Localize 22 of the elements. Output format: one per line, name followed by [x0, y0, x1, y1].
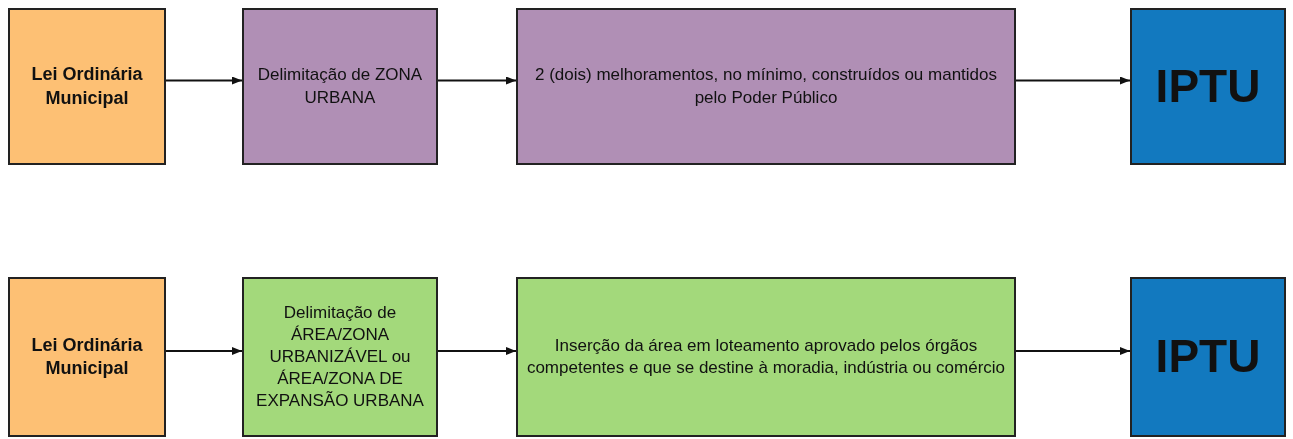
- box-label: 2 (dois) melhoramentos, no mínimo, construídos ou mantidos pelo Poder Público: [533, 64, 998, 109]
- box-label: Delimitação de ÁREA/ZONA URBANIZÁVEL ou ÁREA/ZONA DE EXPANSÃO URBANA: [255, 301, 425, 413]
- box-label: Lei Ordinária Municipal: [30, 333, 144, 380]
- tax-box: [1130, 277, 1286, 437]
- arrow: [437, 76, 517, 85]
- process-box: [242, 8, 438, 165]
- arrow: [165, 347, 243, 355]
- process-box: [516, 8, 1016, 165]
- box-label: Inserção da área em loteamento aprovado pelos órgãos competentes e que se destine à moradia, indústria ou comércio: [526, 334, 1006, 379]
- tax-box: [1130, 8, 1286, 165]
- law-box: [8, 8, 166, 165]
- box-label: IPTU: [1155, 58, 1261, 114]
- box-label: Delimitação de ZONA URBANA: [256, 64, 424, 109]
- arrow: [1015, 76, 1131, 85]
- box-label: IPTU: [1155, 329, 1261, 385]
- arrow: [1015, 347, 1131, 355]
- arrow: [437, 347, 517, 355]
- box-label: Lei Ordinária Municipal: [30, 63, 144, 110]
- arrow: [165, 76, 243, 85]
- process-box: [242, 277, 438, 437]
- law-box: [8, 277, 166, 437]
- process-box: [516, 277, 1016, 437]
